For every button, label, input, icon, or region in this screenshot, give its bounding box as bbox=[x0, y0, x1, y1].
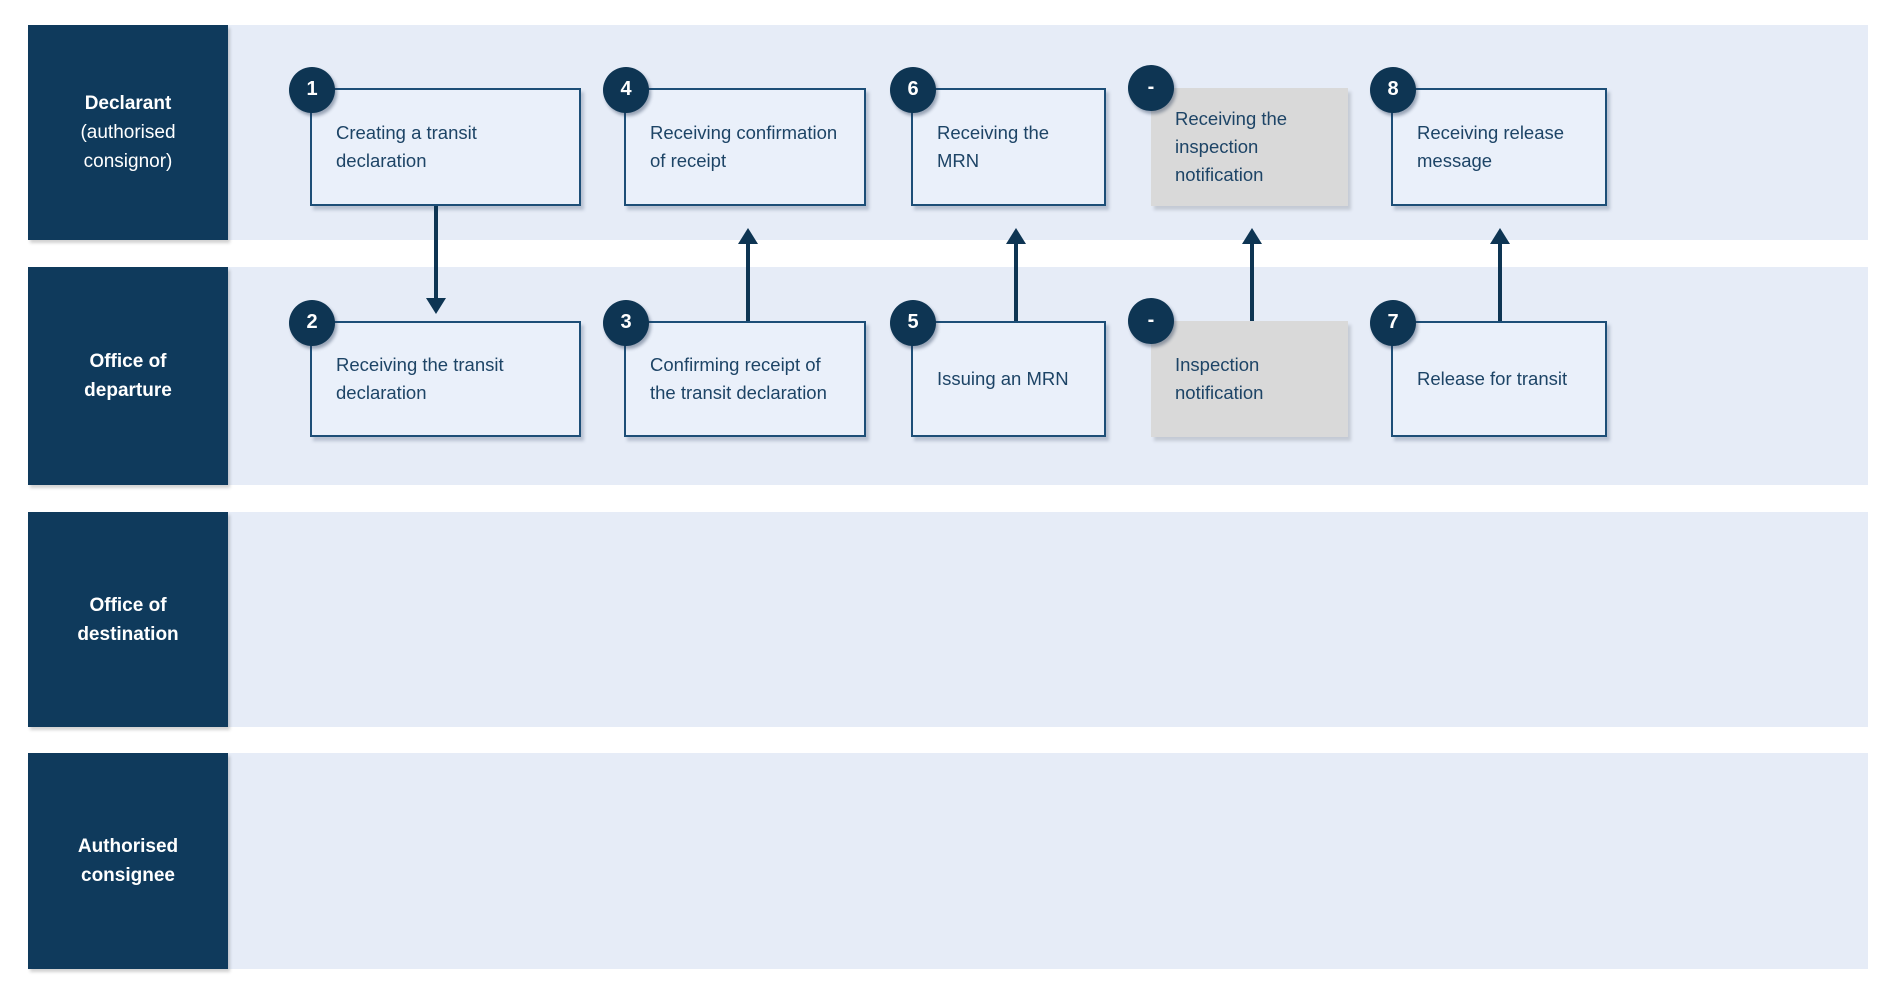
step-box-1-creating-transit-declaration: 1 Creating a transit declaration bbox=[289, 67, 581, 206]
lane-title: Authorised consignee bbox=[77, 836, 179, 886]
lane-label-office-of-destination: Office of destination bbox=[28, 512, 228, 727]
step-number-badge: 1 bbox=[289, 67, 335, 113]
arrow-head-up-icon bbox=[1490, 228, 1510, 244]
step-number-badge: 5 bbox=[890, 300, 936, 346]
arrow-head-down-icon bbox=[426, 298, 446, 314]
step-label: Creating a transit declaration bbox=[336, 122, 477, 171]
step-box-5-issuing-an-mrn: 5 Issuing an MRN bbox=[890, 300, 1106, 437]
arrow-head-up-icon bbox=[738, 228, 758, 244]
arrow-head-up-icon bbox=[1006, 228, 1026, 244]
step-number-badge: 6 bbox=[890, 67, 936, 113]
lane-title: Office of destination bbox=[77, 594, 179, 645]
arrow-head-up-icon bbox=[1242, 228, 1262, 244]
step-number-badge: - bbox=[1128, 298, 1174, 344]
step-label: Receiving release message bbox=[1417, 122, 1565, 171]
step-box-inspection-notification: - Inspection notification bbox=[1128, 298, 1348, 437]
arrow-line-1-to-2 bbox=[434, 206, 438, 298]
lane-subtitle: (authorised consignor) bbox=[80, 122, 176, 172]
step-box-7-release-for-transit: 7 Release for transit bbox=[1370, 300, 1607, 437]
step-box-4-receiving-confirmation-of-receipt: 4 Receiving confirmation of receipt bbox=[603, 67, 866, 206]
step-number-badge: 2 bbox=[289, 300, 335, 346]
step-box-6-receiving-the-mrn: 6 Receiving the MRN bbox=[890, 67, 1106, 206]
step-label: Inspection notification bbox=[1175, 354, 1264, 403]
lane-label-declarant: Declarant (authorised consignor) bbox=[28, 25, 228, 240]
step-box-2-receiving-transit-declaration: 2 Receiving the transit declaration bbox=[289, 300, 581, 437]
arrow-line-5-to-6 bbox=[1014, 242, 1018, 321]
step-label: Receiving the transit declaration bbox=[336, 354, 504, 403]
arrow-line-7-to-8 bbox=[1498, 242, 1502, 321]
lane-band-authorised-consignee bbox=[228, 753, 1868, 969]
step-label: Receiving confirmation of receipt bbox=[650, 122, 838, 171]
step-number-badge: 8 bbox=[1370, 67, 1416, 113]
step-label: Release for transit bbox=[1417, 368, 1568, 389]
step-number-badge: 3 bbox=[603, 300, 649, 346]
lane-label-authorised-consignee: Authorised consignee bbox=[28, 753, 228, 969]
step-box-8-receiving-release-message: 8 Receiving release message bbox=[1370, 67, 1607, 206]
step-label: Receiving the MRN bbox=[937, 122, 1050, 171]
arrow-line-inspection-notification bbox=[1250, 242, 1254, 321]
arrow-line-3-to-4 bbox=[746, 242, 750, 321]
step-label: Issuing an MRN bbox=[937, 368, 1069, 389]
lane-title: Declarant bbox=[84, 93, 172, 114]
step-number-badge: 7 bbox=[1370, 300, 1416, 346]
lane-band-office-of-destination bbox=[228, 512, 1868, 727]
lane-title: Office of departure bbox=[84, 351, 172, 401]
step-box-3-confirming-receipt: 3 Confirming receipt of the transit decl… bbox=[603, 300, 866, 437]
step-label: Receiving the inspection notification bbox=[1175, 108, 1288, 185]
step-number-badge: - bbox=[1128, 65, 1174, 111]
lane-label-office-of-departure: Office of departure bbox=[28, 267, 228, 485]
step-number-badge: 4 bbox=[603, 67, 649, 113]
step-label: Confirming receipt of the transit declar… bbox=[650, 354, 827, 403]
step-box-receiving-inspection-notification: - Receiving the inspection notification bbox=[1128, 65, 1348, 206]
